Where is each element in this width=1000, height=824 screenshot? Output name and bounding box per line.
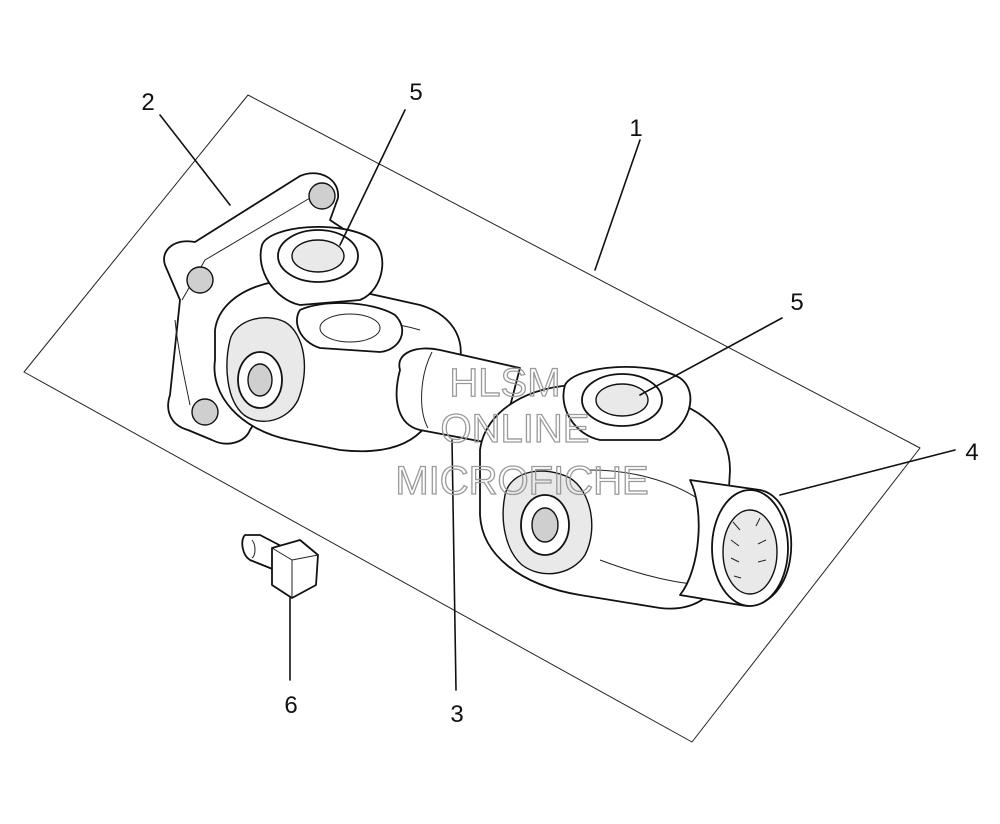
watermark-line-3: MICROFICHE [395,459,648,503]
splined-hub[interactable] [679,479,793,607]
leader-line-5b [639,317,783,396]
hex-bolt[interactable] [241,534,319,599]
callout-5-right: 5 [790,289,803,316]
bearing-cap-upper-left[interactable] [259,226,384,306]
callout-5-upper: 5 [409,79,422,106]
callout-3: 3 [450,701,463,728]
leader-line-3 [451,439,457,691]
assembly-outline [23,94,921,743]
yoke-body-right[interactable] [479,384,731,610]
bearing-cap-upper-right[interactable] [562,366,692,441]
spider-cross[interactable] [296,302,404,353]
watermark-line-1: HLSM [449,361,560,405]
leader-line-5a [339,109,406,246]
callout-2: 2 [141,89,154,116]
watermark-line-2: ONLINE [441,407,590,451]
callout-4: 4 [965,439,978,466]
leader-line-2 [159,114,231,206]
callout-6: 6 [284,692,297,719]
leader-line-1 [594,139,641,271]
callout-1: 1 [629,115,642,142]
leader-line-4 [779,449,956,496]
